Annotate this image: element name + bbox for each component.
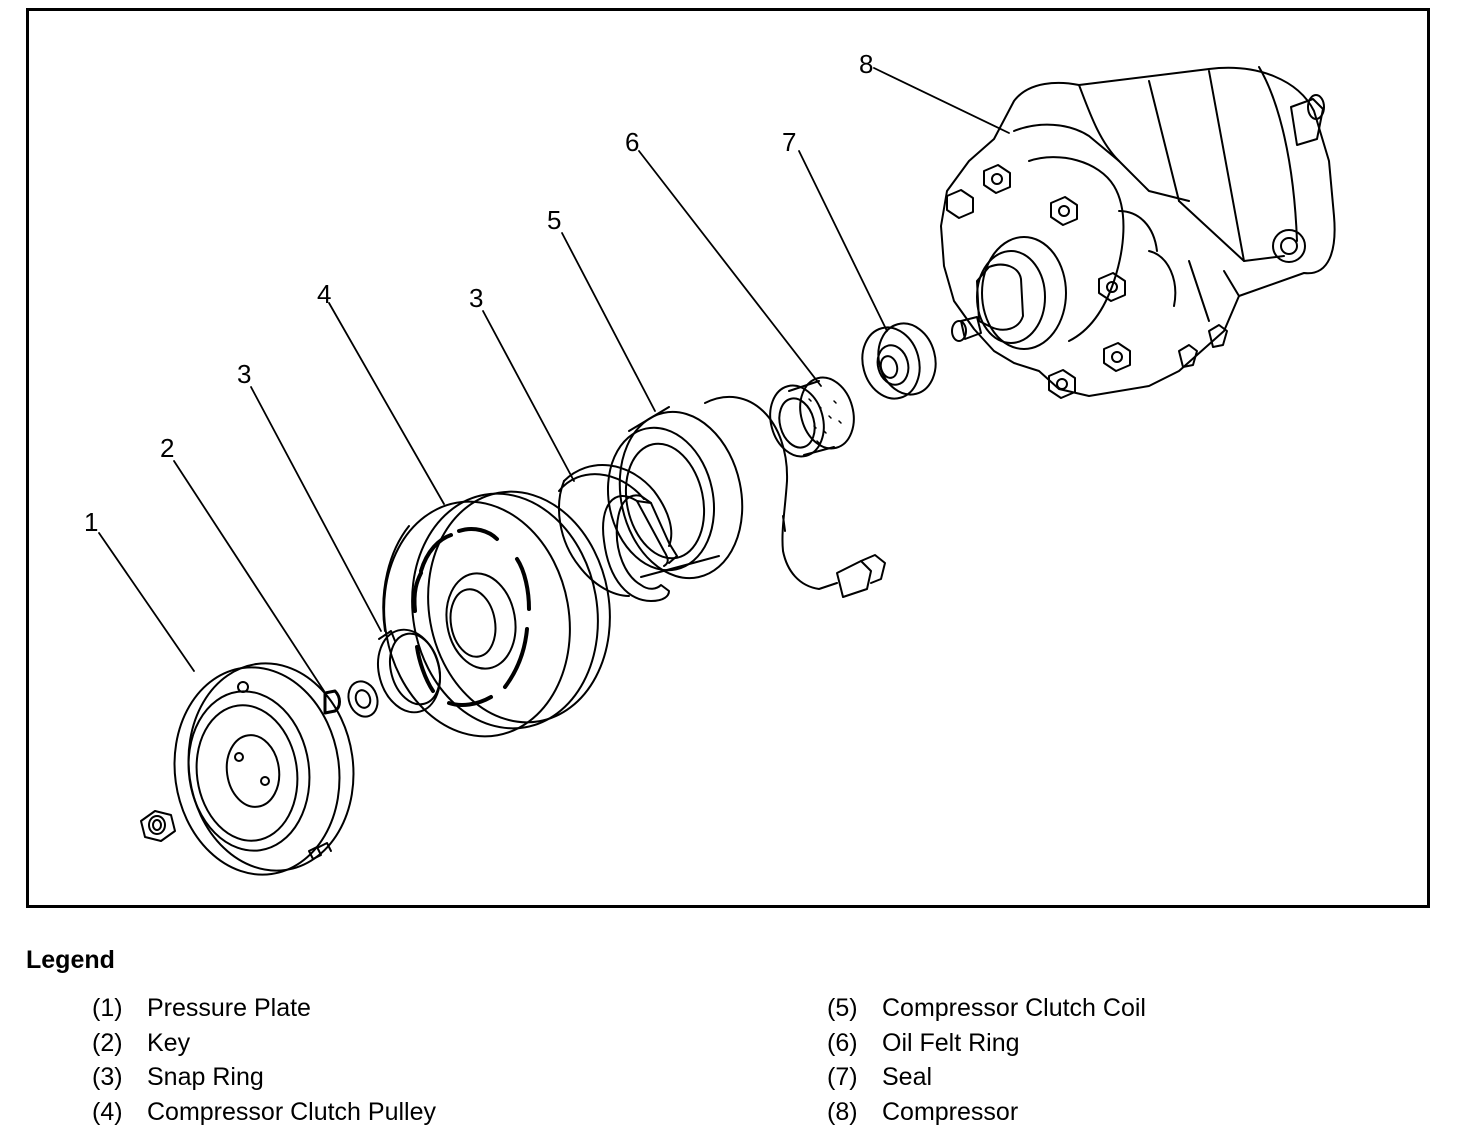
legend-number: (4)	[92, 1097, 123, 1126]
legend-item: (7) Seal	[827, 1063, 1146, 1098]
shim-washer	[347, 680, 379, 718]
legend-column-right: (5) Compressor Clutch Coil (6) Oil Felt Ri…	[827, 994, 1146, 1132]
callout-8: 8	[859, 49, 873, 79]
callout-7: 7	[782, 127, 796, 157]
legend-label: Seal	[882, 1063, 933, 1091]
legend-number: (5)	[827, 994, 858, 1022]
legend-item: (1) Pressure Plate	[92, 994, 436, 1029]
callout-3-left: 3	[237, 359, 251, 389]
legend-label: Key	[147, 1028, 191, 1057]
callout-3-right: 3	[469, 283, 483, 313]
legend-title: Legend	[26, 946, 115, 974]
legend-label: Compressor	[882, 1097, 1019, 1126]
snap-ring-small	[377, 628, 441, 714]
callout-2: 2	[160, 433, 174, 463]
legend-number: (7)	[827, 1063, 858, 1091]
legend-item: (2) Key	[92, 1029, 436, 1064]
legend-number: (6)	[827, 1028, 858, 1057]
callout-5: 5	[547, 205, 561, 235]
legend-item: (8) Compressor	[827, 1098, 1146, 1133]
legend-label: Pressure Plate	[147, 994, 311, 1022]
pressure-plate	[173, 662, 355, 876]
callout-4: 4	[317, 279, 331, 309]
callouts: 8 6 7 5 4 3 3 2 1	[84, 49, 873, 537]
compressor-clutch-coil	[606, 396, 886, 598]
legend-item: (4) Compressor Clutch Pulley	[92, 1098, 436, 1133]
oil-felt-ring	[769, 376, 855, 458]
legend-label: Snap Ring	[147, 1063, 264, 1091]
hex-nut	[140, 810, 176, 842]
legend-item: (5) Compressor Clutch Coil	[827, 994, 1146, 1029]
legend-item: (3) Snap Ring	[92, 1063, 436, 1098]
legend-column-left: (1) Pressure Plate (2) Key (3) Snap Ring (4…	[92, 994, 436, 1132]
callout-1: 1	[84, 507, 98, 537]
legend-number: (2)	[92, 1028, 123, 1057]
key	[323, 689, 341, 715]
legend-label: Compressor Clutch Coil	[882, 994, 1146, 1022]
snap-ring-large	[558, 464, 678, 602]
seal	[861, 322, 937, 400]
legend-number: (1)	[92, 994, 123, 1022]
compressor	[940, 66, 1336, 399]
exploded-diagram: 8 6 7 5 4 3 3 2 1	[26, 8, 1430, 908]
legend-number: (8)	[827, 1097, 858, 1126]
compressor-clutch-pulley	[382, 490, 611, 738]
leader-lines	[98, 67, 1010, 692]
callout-6: 6	[625, 127, 639, 157]
legend-label: Oil Felt Ring	[882, 1028, 1020, 1057]
legend-number: (3)	[92, 1063, 123, 1091]
legend-label: Compressor Clutch Pulley	[147, 1097, 436, 1126]
legend-item: (6) Oil Felt Ring	[827, 1029, 1146, 1064]
